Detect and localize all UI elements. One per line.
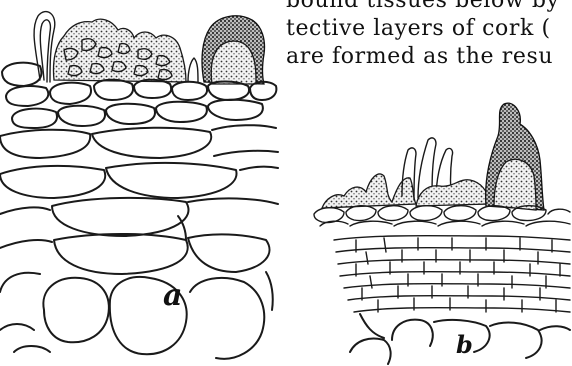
figure-a-cortex-cells: [0, 125, 278, 274]
figure-b-label: b: [456, 330, 473, 359]
figure-a-hair-outer: [34, 12, 55, 82]
figure-a-sprout: [188, 58, 198, 82]
figure-a: [0, 12, 278, 359]
figure-a-label: a: [163, 278, 182, 313]
figure-a-round-cells: [0, 272, 273, 359]
figure-b: [314, 103, 570, 364]
figure-b-fungal-mid: [416, 180, 490, 206]
figure-a-fungal-mass-left: [53, 19, 186, 82]
